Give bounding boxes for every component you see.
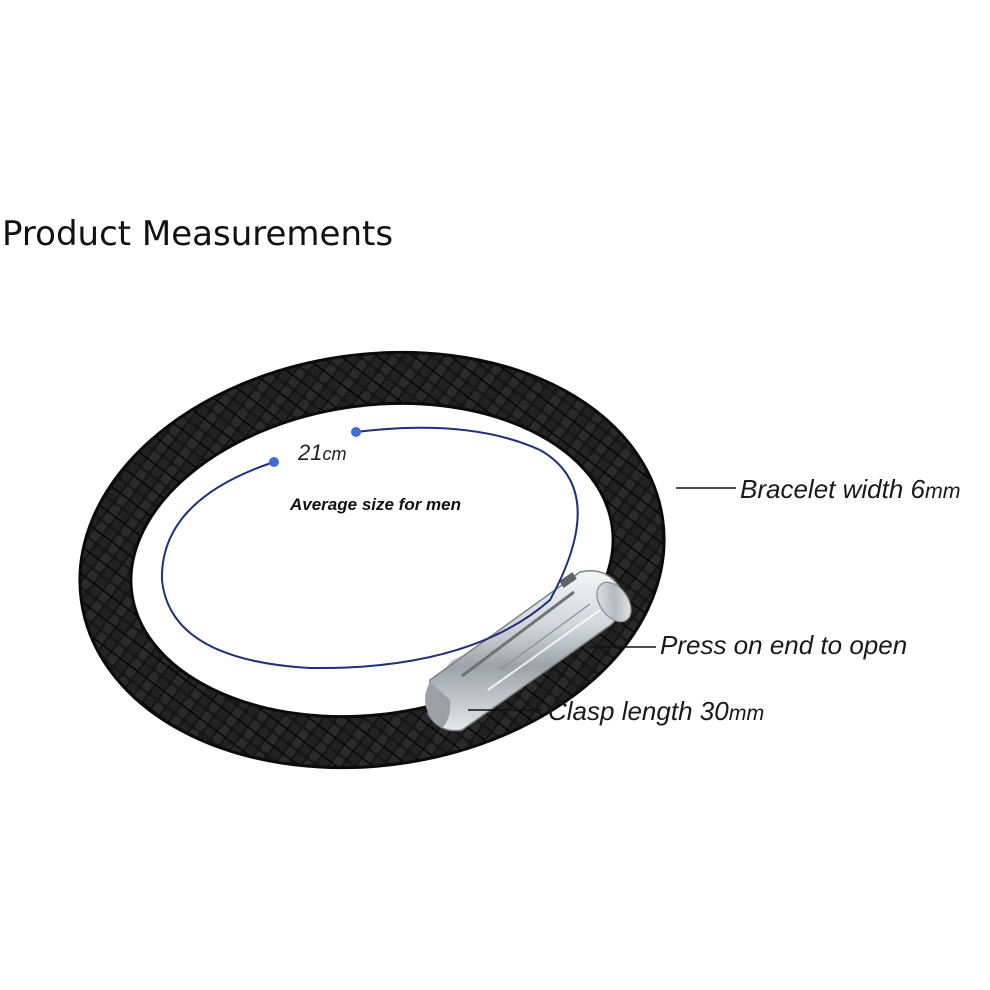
clasp-length-text: Clasp length 30 <box>548 696 729 726</box>
clasp-length-label: Clasp length 30mm <box>548 696 764 727</box>
bracelet-leather <box>78 350 666 770</box>
circumference-unit: cm <box>322 444 347 464</box>
bracelet-width-unit: mm <box>924 479 961 503</box>
measure-dot-end <box>269 457 279 467</box>
average-size-note: Average size for men <box>290 495 462 514</box>
clasp-icon <box>425 570 632 732</box>
circumference-label: 21cm <box>298 440 347 466</box>
bracelet-width-text: Bracelet width 6 <box>740 474 925 504</box>
clasp-length-unit: mm <box>728 701 765 725</box>
circumference-loop <box>160 426 579 670</box>
circumference-value: 21 <box>298 440 323 465</box>
measure-dot-start <box>351 427 361 437</box>
page-title: Product Measurements <box>2 214 394 254</box>
bracelet-width-label: Bracelet width 6mm <box>740 474 961 505</box>
press-to-open-label: Press on end to open <box>660 630 908 660</box>
leader-lines <box>468 487 736 711</box>
